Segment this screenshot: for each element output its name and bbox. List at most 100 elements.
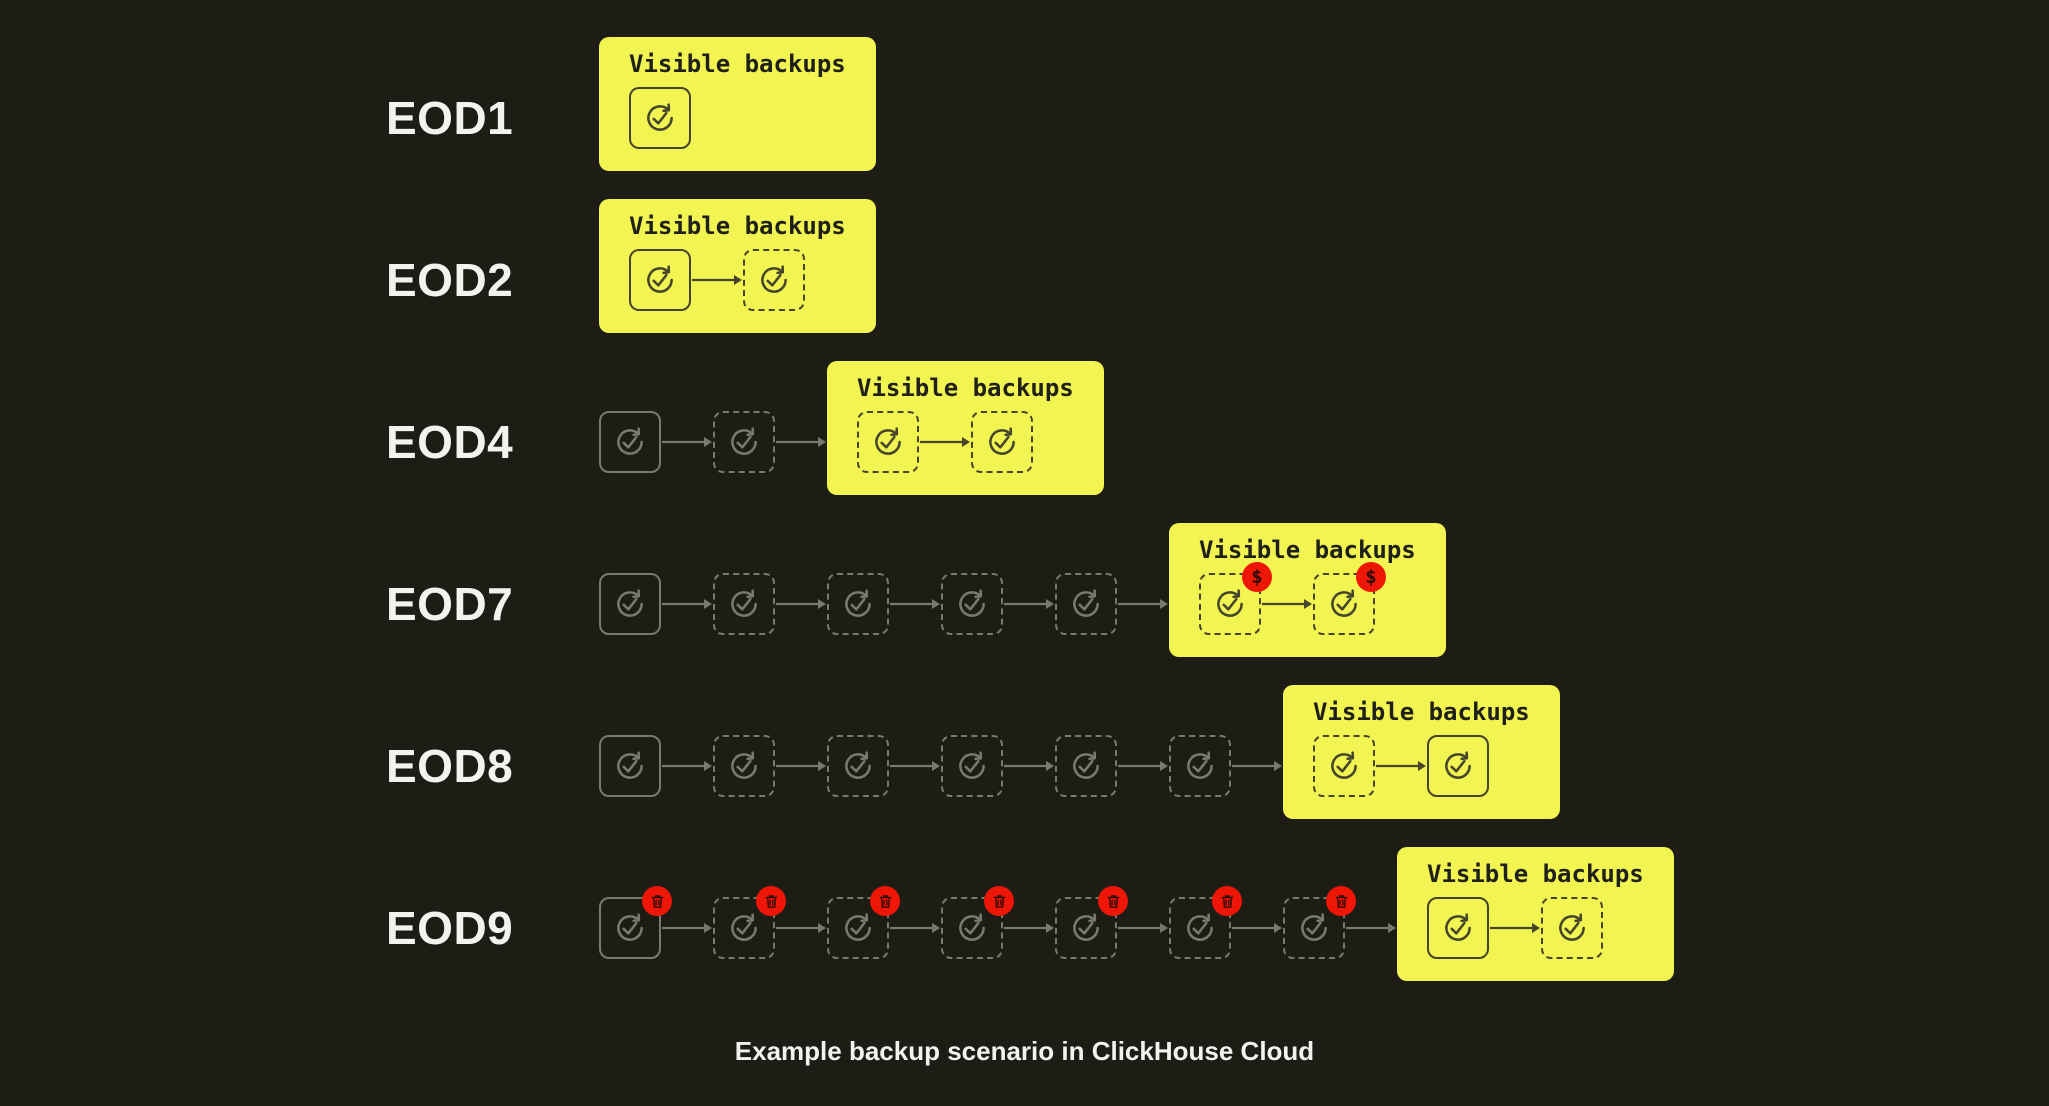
- visible-backups-box: Visible backups: [827, 361, 1104, 495]
- backup-restore-icon: [1187, 751, 1213, 779]
- backup-icon-solid: [599, 735, 661, 797]
- row-label: EOD4: [386, 416, 514, 468]
- trash-icon: [1106, 894, 1120, 908]
- trash-badge: [1212, 886, 1242, 916]
- chain-arrow: [1003, 758, 1055, 774]
- backup-icon-solid: [599, 573, 661, 635]
- backup-icon-dashed: [827, 886, 900, 959]
- chain-arrow: [1003, 920, 1055, 936]
- backup-icon-dashed: [941, 886, 1014, 959]
- visible-backups-chain: $$: [1199, 562, 1416, 635]
- backup-icon-dashed: [941, 735, 1003, 797]
- arrow-right-icon: [1118, 761, 1168, 771]
- visible-backups-title: Visible backups: [1199, 536, 1416, 564]
- arrow-right-icon: [1232, 923, 1282, 933]
- backup-icon-dashed: [1169, 735, 1231, 797]
- visible-backups-chain: [629, 249, 846, 311]
- chain-arrow: [661, 758, 713, 774]
- backup-icon-dashed: [1283, 886, 1356, 959]
- backup-restore-icon: [1217, 589, 1243, 617]
- trash-badge: [756, 886, 786, 916]
- row-label: EOD1: [386, 92, 514, 144]
- backup-restore-icon: [1073, 913, 1099, 941]
- backup-icon-dashed: [713, 886, 786, 959]
- backup-restore-icon: [647, 265, 673, 293]
- trash-icon: [1220, 894, 1234, 908]
- chain-arrow: [1117, 596, 1169, 612]
- arrow-right-icon: [1262, 599, 1312, 609]
- backup-restore-icon: [845, 913, 871, 941]
- backup-icon-dashed: [857, 411, 919, 473]
- backup-restore-icon: [1187, 913, 1213, 941]
- visible-backups-box: Visible backups: [1397, 847, 1674, 981]
- backup-restore-icon: [1445, 751, 1471, 779]
- backup-icon-dashed: [827, 735, 889, 797]
- backup-icon-dashed: [1313, 735, 1375, 797]
- trash-icon: [650, 894, 664, 908]
- backup-icon-solid: [629, 249, 691, 311]
- visible-backups-title: Visible backups: [1427, 860, 1644, 888]
- arrow-right-icon: [1004, 923, 1054, 933]
- dollar-badge: $: [1356, 562, 1386, 592]
- trash-icon: [992, 894, 1006, 908]
- backup-restore-icon: [731, 913, 757, 941]
- arrow-right-icon: [890, 923, 940, 933]
- chain-arrow: [1117, 920, 1169, 936]
- backup-restore-icon: [959, 751, 985, 779]
- backup-icon-dashed: [971, 411, 1033, 473]
- visible-backups-chain: [1427, 897, 1644, 959]
- backup-restore-icon: [647, 103, 673, 131]
- chain-arrow: [1231, 758, 1283, 774]
- backup-chain: Visible backups: [599, 361, 1104, 495]
- dollar-badge: $: [1242, 562, 1272, 592]
- arrow-right-icon: [890, 599, 940, 609]
- backup-icon-dashed: [1055, 735, 1117, 797]
- backup-restore-icon: [761, 265, 787, 293]
- chain-arrow: [889, 920, 941, 936]
- backup-icon-dashed: [713, 573, 775, 635]
- backup-restore-icon: [1331, 751, 1357, 779]
- visible-backups-box: Visible backups: [599, 37, 876, 171]
- backup-icon-dashed: [827, 573, 889, 635]
- chain-arrow: [1261, 596, 1313, 612]
- arrow-right-icon: [662, 437, 712, 447]
- trash-badge: [984, 886, 1014, 916]
- visible-backups-box: Visible backups: [599, 199, 876, 333]
- arrow-right-icon: [1232, 761, 1282, 771]
- arrow-right-icon: [692, 275, 742, 285]
- backup-chain: Visible backups$$: [599, 523, 1446, 657]
- row-label: EOD2: [386, 254, 514, 306]
- backup-restore-icon: [731, 589, 757, 617]
- chain-arrow: [1345, 920, 1397, 936]
- arrow-right-icon: [776, 923, 826, 933]
- visible-backups-box: Visible backups$$: [1169, 523, 1446, 657]
- arrow-right-icon: [1490, 923, 1540, 933]
- chain-arrow: [661, 434, 713, 450]
- backup-icon-dashed: [713, 411, 775, 473]
- backup-icon-dashed: [1055, 886, 1128, 959]
- backup-icon-dashed: [743, 249, 805, 311]
- trash-badge: [1098, 886, 1128, 916]
- chain-arrow: [775, 920, 827, 936]
- chain-arrow: [1375, 758, 1427, 774]
- backup-icon-solid: [1427, 897, 1489, 959]
- backup-icon-dashed: [1055, 573, 1117, 635]
- backup-restore-icon: [731, 427, 757, 455]
- chain-arrow: [1231, 920, 1283, 936]
- backup-restore-icon: [989, 427, 1015, 455]
- trash-badge: [1326, 886, 1356, 916]
- eod-row: EOD2 Visible backups: [386, 199, 2049, 333]
- backup-restore-icon: [617, 913, 643, 941]
- chain-arrow: [919, 434, 971, 450]
- trash-icon: [764, 894, 778, 908]
- arrow-right-icon: [1118, 599, 1168, 609]
- backup-icon-dashed: [941, 573, 1003, 635]
- visible-backups-title: Visible backups: [629, 212, 846, 240]
- arrow-right-icon: [1346, 923, 1396, 933]
- arrow-right-icon: [776, 599, 826, 609]
